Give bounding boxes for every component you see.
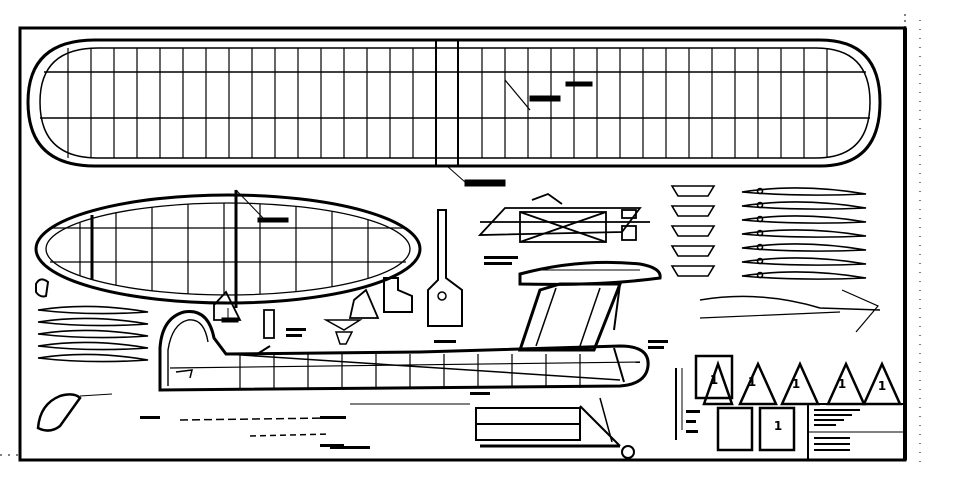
former-mark-6: 1 (774, 419, 782, 433)
strut-details (213, 209, 463, 345)
wing-tip-template (35, 278, 113, 432)
sheet-border (18, 26, 907, 462)
upper-wing-plan (26, 38, 882, 187)
dimension-notes (140, 256, 700, 449)
former-mark-4: 1 (838, 377, 846, 391)
former-mark-1: 1 (710, 373, 718, 387)
landing-gear (477, 192, 650, 243)
former-markings: 1 1 1 1 1 1 (710, 373, 886, 433)
former-mark-3: 1 (792, 377, 800, 391)
tail-ribs (37, 305, 149, 363)
wing-rib-templates (670, 185, 867, 280)
undercarriage (179, 397, 635, 459)
former-mark-2: 1 (748, 375, 756, 389)
former-mark-5: 1 (878, 379, 886, 393)
fuselage-side-view (158, 310, 650, 392)
title-block (807, 403, 906, 461)
exhaust-stack (675, 289, 881, 440)
tailplane (517, 260, 662, 352)
